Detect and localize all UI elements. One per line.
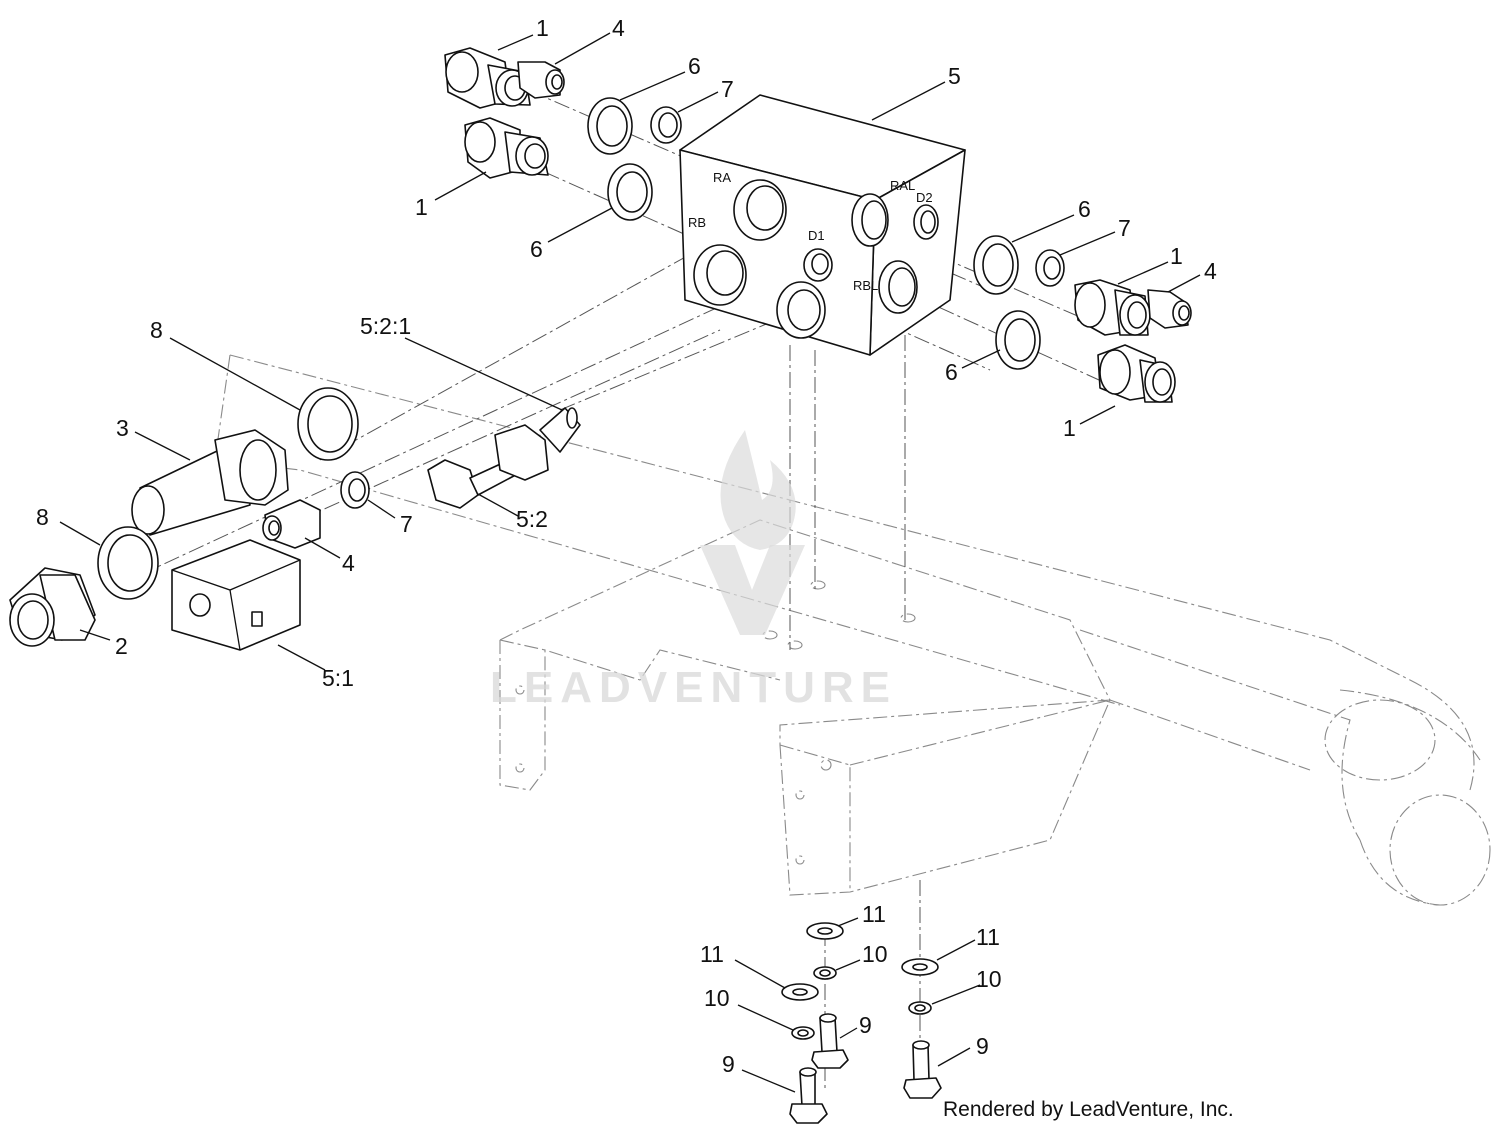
callout-5: 5 — [948, 63, 961, 89]
fitting-2 — [9, 567, 96, 647]
seal-8-lower — [97, 526, 159, 600]
leadventure-watermark: LEADVENTURE — [490, 430, 897, 712]
washer-11-left — [781, 983, 819, 1001]
washer-11-upper — [806, 922, 844, 940]
v-logo-icon — [700, 545, 805, 635]
lockwasher-10-left — [791, 1026, 815, 1040]
fitting-1-top-lower — [464, 117, 549, 179]
callout-4-top: 4 — [612, 15, 625, 41]
callout-1-top-lower: 1 — [415, 194, 428, 220]
washer-11-right — [901, 958, 939, 976]
callout-3: 3 — [116, 415, 129, 441]
frame-ghost — [214, 354, 1491, 906]
fitting-1-right-lower — [1097, 344, 1176, 403]
callout-7-left: 7 — [400, 511, 413, 537]
fitting-4-right — [1147, 289, 1192, 329]
port-label-rbl: RBL — [853, 278, 878, 293]
bolt-9-middle — [811, 1013, 849, 1069]
seal-6-right-lower — [995, 310, 1041, 370]
leader-lines — [59, 32, 1201, 1093]
callout-1-top-upper: 1 — [536, 15, 549, 41]
valve-stem-5-2 — [427, 407, 581, 509]
bolt-9-right — [903, 1040, 942, 1099]
cartridge-3 — [131, 429, 289, 536]
callout-1-right-upper: 1 — [1170, 243, 1183, 269]
callout-6-right-lower: 6 — [945, 359, 958, 385]
callout-8-lower: 8 — [36, 504, 49, 530]
callout-11-upper: 11 — [862, 901, 886, 927]
port-label-rb: RB — [688, 215, 706, 230]
seal-6-mid — [607, 163, 653, 221]
seal-8-upper — [297, 387, 359, 461]
callout-11-left: 11 — [700, 941, 724, 967]
seal-7-right — [1035, 249, 1065, 287]
valve-block: RA RB D1 RAL D2 RBL — [679, 94, 966, 356]
callout-5-1: 5:1 — [322, 665, 354, 691]
callout-10-upper: 10 — [862, 941, 888, 967]
port-label-d1: D1 — [808, 228, 825, 243]
flame-logo-icon — [720, 430, 796, 550]
port-label-d2: D2 — [916, 190, 933, 205]
callout-4-right: 4 — [1204, 258, 1217, 284]
callout-6-top: 6 — [688, 53, 701, 79]
port-label-ra: RA — [713, 170, 731, 185]
fitting-4-left — [262, 499, 321, 549]
callout-5-2-1: 5:2:1 — [360, 313, 411, 339]
callout-8-upper: 8 — [150, 317, 163, 343]
callout-5-2: 5:2 — [516, 506, 548, 532]
callout-4-left: 4 — [342, 550, 355, 576]
port-label-ral: RAL — [890, 178, 915, 193]
seal-6-right-upper — [973, 235, 1019, 295]
callout-1-right-lower: 1 — [1063, 415, 1076, 441]
callout-labels: 1 4 6 7 5 1 6 6 7 1 4 6 1 8 5:2:1 3 8 2 … — [36, 15, 1217, 1077]
callout-10-left: 10 — [704, 985, 730, 1011]
seal-7-top — [650, 106, 682, 144]
callout-11-right: 11 — [976, 924, 1000, 950]
watermark-text: LEADVENTURE — [490, 663, 897, 712]
callout-9-right: 9 — [976, 1033, 989, 1059]
seal-6-top — [587, 97, 633, 155]
bolt-9-left — [789, 1067, 828, 1124]
rendered-by-credit: Rendered by LeadVenture, Inc. — [943, 1098, 1234, 1121]
coil-5-1 — [171, 539, 301, 651]
seal-7-left — [340, 471, 370, 509]
callout-10-right: 10 — [976, 966, 1002, 992]
callout-7-right: 7 — [1118, 215, 1131, 241]
fitting-1-right-upper — [1074, 279, 1151, 336]
fitting-1-top-upper — [444, 47, 531, 109]
callout-9-left: 9 — [722, 1051, 735, 1077]
lockwasher-10-right — [908, 1001, 932, 1015]
callout-9-middle: 9 — [859, 1012, 872, 1038]
callout-7-top: 7 — [721, 76, 734, 102]
lockwasher-10-upper — [813, 966, 837, 980]
callout-2: 2 — [115, 633, 128, 659]
callout-6-mid: 6 — [530, 236, 543, 262]
fitting-4-top — [517, 61, 565, 99]
callout-6-right-upper: 6 — [1078, 196, 1091, 222]
